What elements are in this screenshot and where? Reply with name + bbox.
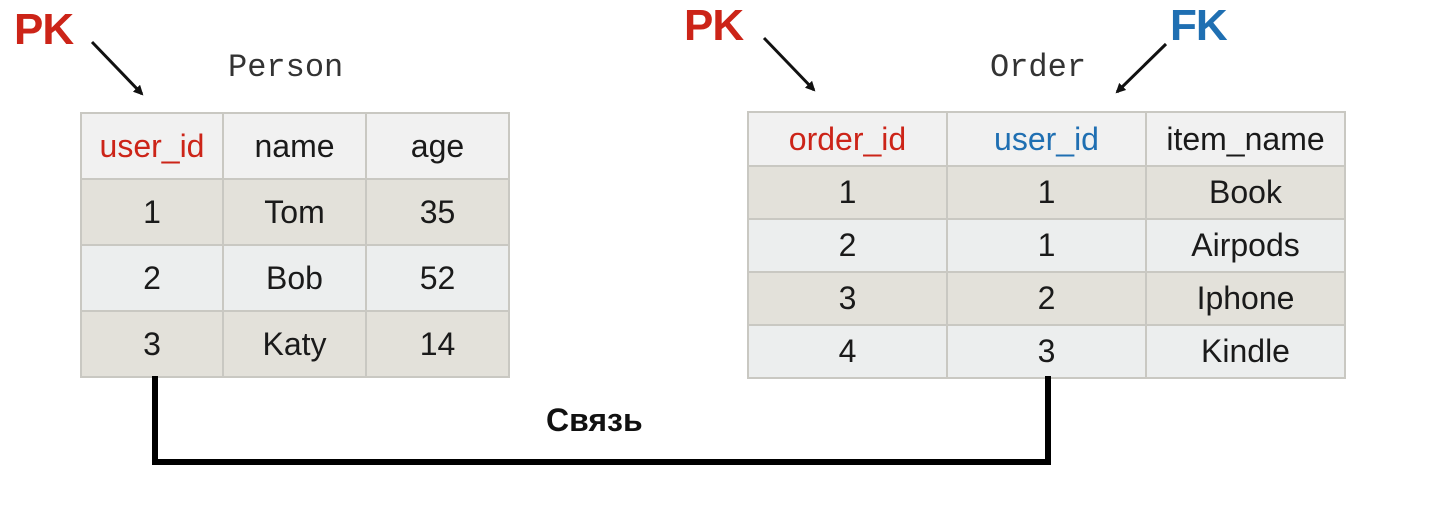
order-cell-user-id: 1 xyxy=(946,218,1147,273)
order-cell-order-id: 3 xyxy=(747,271,948,326)
relation-label: Связь xyxy=(546,402,643,438)
order-table-title: Order xyxy=(990,49,1087,86)
order-cell-item-name: Kindle xyxy=(1145,324,1346,379)
table-row: 3 Katy 14 xyxy=(80,310,510,378)
order-pk-arrow-icon xyxy=(762,36,816,92)
table-row: 2 1 Airpods xyxy=(747,218,1346,273)
person-header-name: name xyxy=(222,112,367,180)
order-header-user-id: user_id xyxy=(946,111,1147,167)
table-row: 1 1 Book xyxy=(747,165,1346,220)
person-cell-name: Katy xyxy=(222,310,367,378)
person-cell-age: 52 xyxy=(365,244,510,312)
person-table: user_id name age 1 Tom 35 2 Bob 52 3 Kat… xyxy=(80,112,510,378)
order-header-row: order_id user_id item_name xyxy=(747,111,1346,167)
order-table: order_id user_id item_name 1 1 Book 2 1 … xyxy=(747,111,1346,379)
order-fk-label: FK xyxy=(1170,1,1228,50)
person-pk-arrow-icon xyxy=(90,40,144,96)
person-pk-label: PK xyxy=(14,5,74,54)
person-cell-user-id: 1 xyxy=(80,178,224,246)
person-cell-name: Bob xyxy=(222,244,367,312)
order-cell-order-id: 4 xyxy=(747,324,948,379)
person-cell-age: 35 xyxy=(365,178,510,246)
order-pk-label: PK xyxy=(684,1,744,50)
order-cell-user-id: 2 xyxy=(946,271,1147,326)
order-fk-arrow-icon xyxy=(1115,42,1168,94)
relation-connector-line xyxy=(152,376,1051,465)
order-cell-user-id: 3 xyxy=(946,324,1147,379)
order-cell-order-id: 2 xyxy=(747,218,948,273)
person-table-title: Person xyxy=(228,49,344,86)
person-cell-age: 14 xyxy=(365,310,510,378)
order-cell-order-id: 1 xyxy=(747,165,948,220)
table-row: 2 Bob 52 xyxy=(80,244,510,312)
person-header-age: age xyxy=(365,112,510,180)
order-cell-item-name: Airpods xyxy=(1145,218,1346,273)
person-cell-user-id: 2 xyxy=(80,244,224,312)
table-row: 4 3 Kindle xyxy=(747,324,1346,379)
order-cell-item-name: Iphone xyxy=(1145,271,1346,326)
person-header-row: user_id name age xyxy=(80,112,510,180)
order-header-item-name: item_name xyxy=(1145,111,1346,167)
person-header-user-id: user_id xyxy=(80,112,224,180)
order-cell-user-id: 1 xyxy=(946,165,1147,220)
table-row: 3 2 Iphone xyxy=(747,271,1346,326)
person-cell-user-id: 3 xyxy=(80,310,224,378)
order-cell-item-name: Book xyxy=(1145,165,1346,220)
table-row: 1 Tom 35 xyxy=(80,178,510,246)
person-cell-name: Tom xyxy=(222,178,367,246)
order-header-order-id: order_id xyxy=(747,111,948,167)
